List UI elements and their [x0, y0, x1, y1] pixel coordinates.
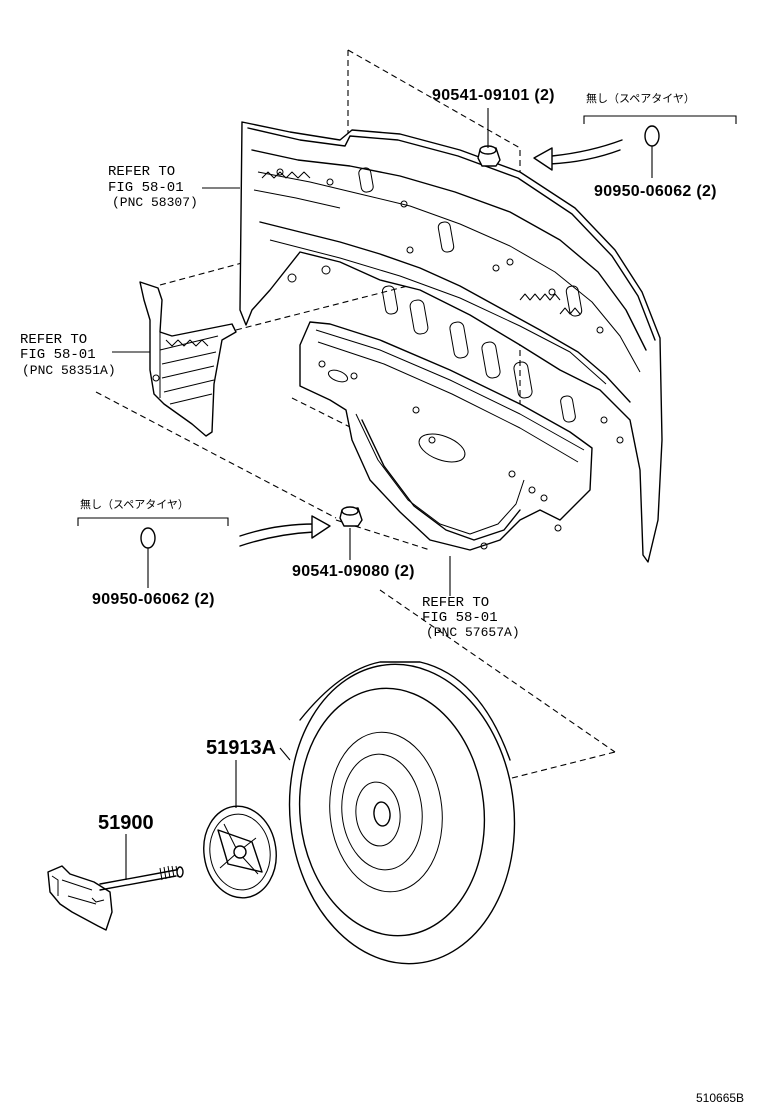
label-plug-upper: 90950-06062 (2) [594, 183, 717, 200]
leader-lines [77, 108, 737, 880]
label-clip-upper: 90541-09101 (2) [432, 87, 555, 104]
arrow-icon [239, 515, 331, 547]
lower-floor-pan-drawing [299, 321, 593, 551]
arrow-icon [533, 139, 623, 171]
clip-icon [477, 145, 501, 167]
clip-icon [339, 506, 363, 527]
label-refer-lower-line3: (PNC 57657A) [426, 625, 520, 640]
floor-panel-drawing [239, 121, 663, 563]
label-refer-upper-line2: FIG 58-01 [108, 180, 184, 196]
label-refer-left-line1: REFER TO [20, 332, 88, 348]
dashed-guide-lines [95, 49, 616, 779]
label-plug-lower-note: 無し（スペアタイヤ） [80, 498, 189, 511]
label-clip-upper-note: 無し（スペアタイヤ） [586, 92, 695, 105]
label-refer-left-line2: FIG 58-01 [20, 347, 96, 363]
wheel-cover-drawing [203, 805, 277, 899]
label-clip-lower: 90541-09080 (2) [292, 563, 415, 580]
panel-holes [276, 168, 624, 444]
label-refer-upper-line3: (PNC 58307) [112, 195, 198, 210]
drawing-code: 510665B [696, 1091, 745, 1105]
label-refer-lower-line2: FIG 58-01 [422, 610, 498, 626]
spare-wheel-drawing [288, 661, 516, 965]
label-part-cover: 51913A [206, 737, 277, 759]
side-panel-drawing [139, 281, 237, 437]
plug-icon [140, 527, 156, 549]
label-refer-left-line3: (PNC 58351A) [22, 363, 116, 378]
label-refer-upper-line1: REFER TO [108, 164, 176, 180]
plug-icon [644, 125, 660, 147]
label-part-bolt: 51900 [98, 812, 154, 834]
label-refer-lower-line1: REFER TO [422, 595, 490, 611]
hold-down-bolt-drawing [47, 865, 184, 931]
label-plug-lower: 90950-06062 (2) [92, 591, 215, 608]
